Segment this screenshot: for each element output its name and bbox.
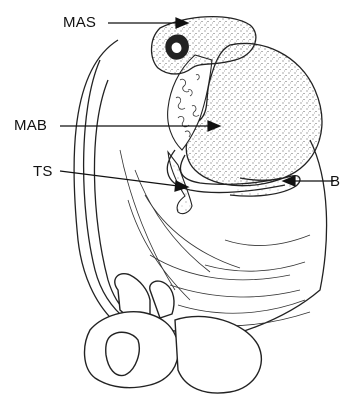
label-ts: TS bbox=[33, 164, 53, 179]
bottom-ends bbox=[85, 274, 262, 393]
label-b: B bbox=[330, 174, 340, 189]
label-mab: MAB bbox=[14, 118, 47, 133]
ts-arrow-line bbox=[60, 171, 178, 186]
label-mas: MAS bbox=[63, 15, 96, 30]
